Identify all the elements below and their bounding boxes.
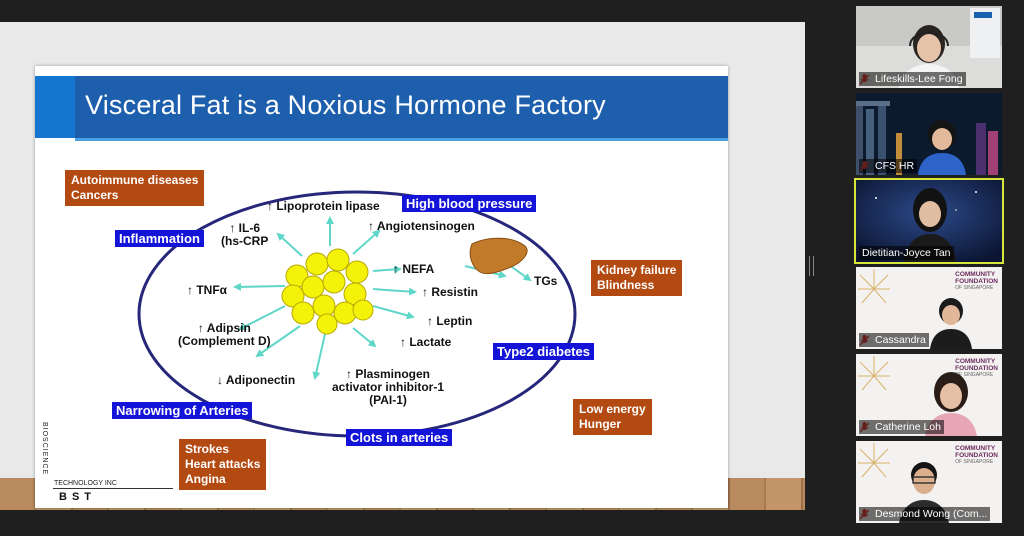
slide-title-bar: Visceral Fat is a Noxious Hormone Factor… <box>35 76 728 141</box>
box-type2-diabetes: Type2 diabetes <box>493 343 594 360</box>
box-inflammation: Inflammation <box>115 230 204 247</box>
participant-name: Cassandra <box>859 333 929 347</box>
title-accent-stripe <box>35 76 75 138</box>
arrow-plasminogen <box>312 333 326 380</box>
box-autoimmune-cancers: Autoimmune diseases Cancers <box>65 170 205 206</box>
box-strokes-heart-angina: Strokes Heart attacks Angina <box>179 439 267 490</box>
label-tnf-alpha: ↑ TNFα <box>187 283 228 297</box>
label-adipsin: ↑ Adipsin (Complement D) <box>178 321 271 348</box>
participant-video <box>918 120 966 175</box>
participant-name: Dietitian-Joyce Tan <box>859 246 954 260</box>
label-angiotensinogen: ↑ Angiotensinogen <box>368 219 475 233</box>
arrow-adiponectin <box>255 325 301 358</box>
arrow-leptin <box>372 305 415 320</box>
title-underline <box>75 138 728 141</box>
arrow-lactate <box>352 327 377 348</box>
participant-tile-active-speaker[interactable]: Dietitian-Joyce Tan <box>854 178 1004 264</box>
arrow-angiotensinogen <box>352 229 381 255</box>
label-adiponectin: ↓ Adiponectin <box>217 373 296 387</box>
label-lactate: ↑ Lactate <box>400 335 452 349</box>
arrow-adipsin <box>238 305 286 330</box>
label-leptin: ↑ Leptin <box>427 314 473 328</box>
participant-video <box>930 298 972 349</box>
label-plasminogen: ↑ Plasminogen activator inhibitor-1 (PAI… <box>332 367 445 407</box>
label-tgs: TGs <box>534 274 558 288</box>
label-resistin: ↑ Resistin <box>422 285 479 299</box>
arrow-il6 <box>276 232 303 257</box>
participant-name: Desmond Wong (Com... <box>859 507 991 521</box>
box-clots-arteries: Clots in arteries <box>346 429 453 446</box>
label-lipoprotein-lipase: ↑ Lipoprotein lipase <box>267 199 380 213</box>
participant-tile[interactable]: Lifeskills-Lee Fong <box>856 6 1002 88</box>
arrow-resistin <box>372 287 417 296</box>
presentation-slide: Visceral Fat is a Noxious Hormone Factor… <box>35 66 728 508</box>
slide-title: Visceral Fat is a Noxious Hormone Factor… <box>85 90 606 120</box>
participant-tile[interactable]: CFS HR <box>856 93 1002 175</box>
label-nefa: ↑ NEFA <box>393 262 435 276</box>
box-narrowing-arteries: Narrowing of Arteries <box>112 402 253 419</box>
shared-screen: Visceral Fat is a Noxious Hormone Factor… <box>0 22 805 510</box>
bst-logo: BIOSCIENCE TECHNOLOGY INC BST <box>41 422 173 508</box>
box-kidney-blindness: Kidney failure Blindness <box>591 260 683 296</box>
box-low-energy-hunger: Low energy Hunger <box>573 399 652 435</box>
fat-cell-cluster <box>281 248 374 335</box>
label-il6: ↑ IL-6 (hs-CRP <box>221 221 269 248</box>
liver-illustration <box>469 237 528 275</box>
arrow-tnf <box>233 282 286 291</box>
arrow-nefa <box>372 265 402 274</box>
participant-name: Lifeskills-Lee Fong <box>859 72 966 86</box>
participant-name: CFS HR <box>859 159 918 173</box>
secretion-arrows <box>233 216 532 380</box>
panel-resize-handle[interactable] <box>809 256 814 276</box>
participant-name: Catherine Loh <box>859 420 944 434</box>
box-high-blood-pressure: High blood pressure <box>402 195 537 212</box>
